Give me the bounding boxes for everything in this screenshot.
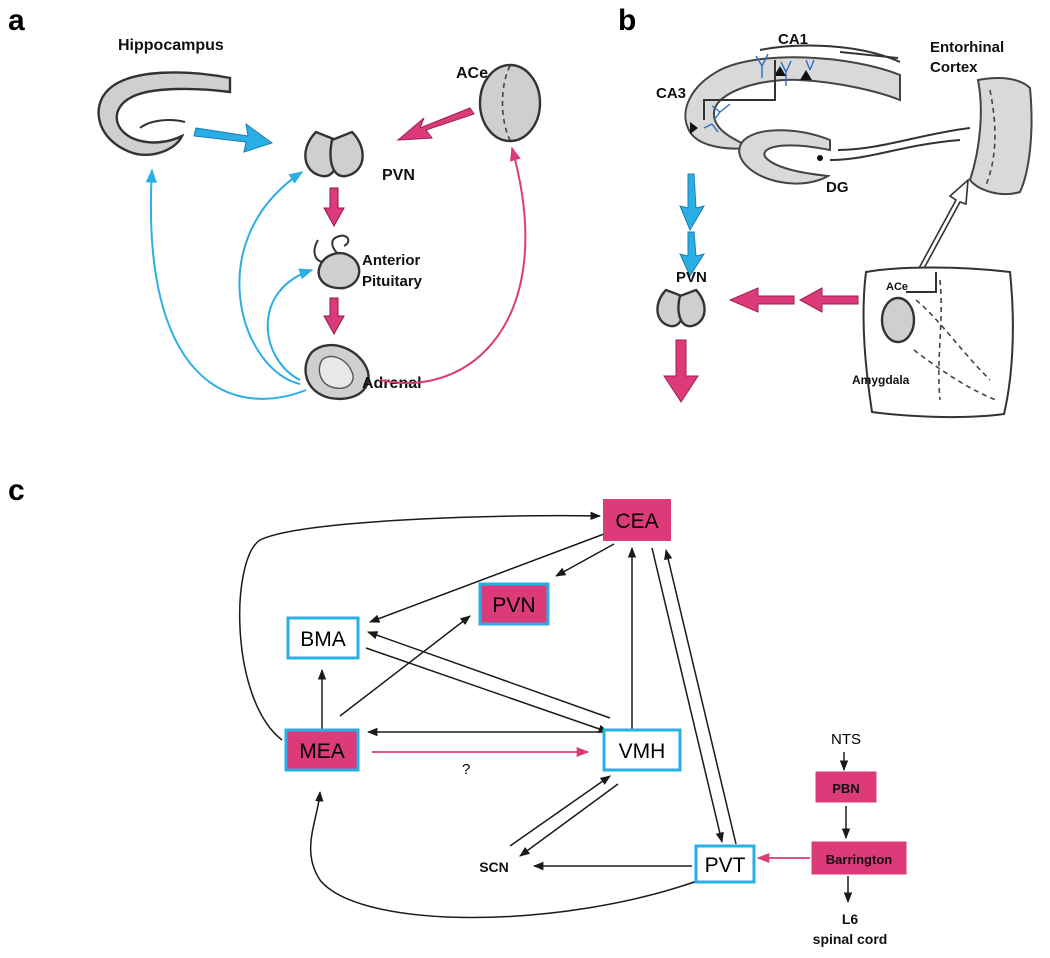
pvt-to-cea-arrow — [664, 548, 737, 845]
hippocampus-to-pvn-arrow-2 — [679, 231, 706, 278]
scn-label: SCN — [479, 859, 509, 875]
panel-a: a Hippocampus ACe PVN Anterior Pituitary… — [8, 4, 542, 401]
amygdala-to-pvn-arrow-1 — [798, 287, 859, 313]
nts-label: NTS — [831, 731, 861, 748]
ace-to-pvn-arrow — [396, 107, 475, 141]
barrington-label: Barrington — [826, 852, 893, 867]
mea-to-pvn-arrow — [339, 615, 471, 717]
anterior-pituitary-shape — [317, 251, 361, 290]
cea-node: CEA — [603, 499, 671, 541]
pvt-label: PVT — [705, 854, 746, 877]
bma-to-vmh-arrow — [365, 647, 609, 733]
mea-label: MEA — [299, 740, 345, 763]
bma-label: BMA — [300, 628, 346, 651]
cea-to-bma-arrow — [369, 533, 605, 623]
ca1-label: CA1 — [778, 31, 808, 48]
mea-to-cea-arrow — [238, 511, 602, 741]
pvn-b-output-arrow — [663, 339, 699, 403]
adrenal-to-pituitary-feedback — [266, 268, 314, 381]
hippocampus-to-pvn-arrow-1 — [679, 173, 706, 232]
cea-label: CEA — [615, 510, 658, 533]
ca1-cell-2 — [800, 70, 812, 80]
question-mark: ? — [462, 761, 470, 778]
perforant-line — [829, 139, 961, 161]
pvt-to-mea-arrow — [310, 790, 701, 919]
ca-neurons — [703, 53, 815, 133]
hippocampus-label: Hippocampus — [118, 37, 224, 54]
pbn-node: PBN — [815, 771, 877, 803]
panel-b: b CA1 CA3 DG Entorhinal Cortex — [618, 4, 1033, 419]
entorhinal-label-2: Cortex — [930, 59, 978, 76]
pvn-b-label: PVN — [676, 269, 707, 286]
spinal-cord-label: spinal cord — [813, 931, 888, 947]
vmh-node: VMH — [602, 728, 682, 772]
pituitary-posterior — [313, 239, 323, 263]
pbn-label: PBN — [832, 781, 859, 796]
mea-node: MEA — [284, 728, 360, 772]
schaffer-line — [703, 60, 776, 120]
vmh-to-bma-arrow — [367, 631, 611, 719]
pituitary-to-adrenal-arrow — [323, 297, 345, 336]
scn-to-vmh-arrow — [509, 775, 611, 847]
hippocampus-inner — [139, 119, 186, 129]
amygdala-dash-1 — [915, 299, 991, 381]
entorhinal-label-1: Entorhinal — [930, 39, 1004, 56]
ca3-cell — [690, 122, 698, 134]
bma-node: BMA — [286, 616, 360, 660]
adrenal-label: Adrenal — [362, 375, 422, 392]
ace-b-shape — [880, 296, 916, 344]
adrenal-to-pvn-feedback — [238, 171, 304, 385]
l6-label: L6 — [842, 911, 859, 927]
amygdala-dash-2 — [913, 349, 997, 401]
panel-b-letter: b — [618, 4, 636, 37]
pvn-label: PVN — [382, 167, 415, 184]
entorhinal-cortex-shape — [968, 77, 1033, 196]
adrenal-to-hippocampus-feedback — [145, 168, 307, 400]
pvn-c-label: PVN — [492, 594, 535, 617]
panel-c-letter: c — [8, 474, 25, 507]
adrenal-medulla — [318, 355, 354, 389]
vmh-label: VMH — [619, 740, 666, 763]
ca1-cell-1 — [774, 66, 786, 76]
pvn-right-lobe — [329, 130, 364, 178]
panel-c-arrows — [238, 511, 853, 919]
cea-to-pvt-arrow — [651, 547, 724, 844]
panel-c: c — [8, 474, 907, 947]
vmh-to-scn-arrow — [519, 783, 619, 857]
ca3-label: CA3 — [656, 85, 686, 102]
ace-label: ACe — [456, 65, 488, 82]
anterior-pituitary-label-2: Pituitary — [362, 273, 423, 290]
hippocampus-shape — [97, 71, 232, 157]
ace-shape — [478, 63, 542, 143]
barrington-node: Barrington — [811, 841, 907, 875]
amygdala-label: Amygdala — [852, 373, 910, 387]
pvt-node: PVT — [694, 844, 756, 884]
dentate-gyrus-band — [738, 129, 832, 185]
hippocampus-to-pvn-arrow — [193, 122, 274, 153]
cea-to-pvn-arrow — [555, 543, 615, 577]
ca1-top-line — [839, 51, 899, 59]
perforant-line-2 — [837, 127, 971, 151]
amygdala-dash-3 — [938, 279, 942, 401]
amygdala-to-entorhinal-arrow — [916, 178, 969, 274]
amygdala-connector — [906, 272, 937, 293]
pvn-to-pituitary-arrow — [323, 187, 345, 228]
ace-dash — [501, 65, 511, 141]
entorhinal-dash — [985, 89, 996, 186]
adrenal-to-ace-feedback — [379, 146, 527, 385]
anterior-pituitary-label-1: Anterior — [362, 252, 421, 269]
pvn-b-right-lobe — [677, 288, 706, 328]
amygdala-to-pvn-arrow-2 — [728, 287, 795, 313]
pituitary-stalk — [331, 234, 350, 255]
pvn-node: PVN — [478, 582, 550, 626]
ace-b-label: ACe — [886, 281, 908, 293]
panel-a-letter: a — [8, 4, 25, 37]
dg-label: DG — [826, 179, 849, 196]
dg-cell — [817, 155, 823, 161]
